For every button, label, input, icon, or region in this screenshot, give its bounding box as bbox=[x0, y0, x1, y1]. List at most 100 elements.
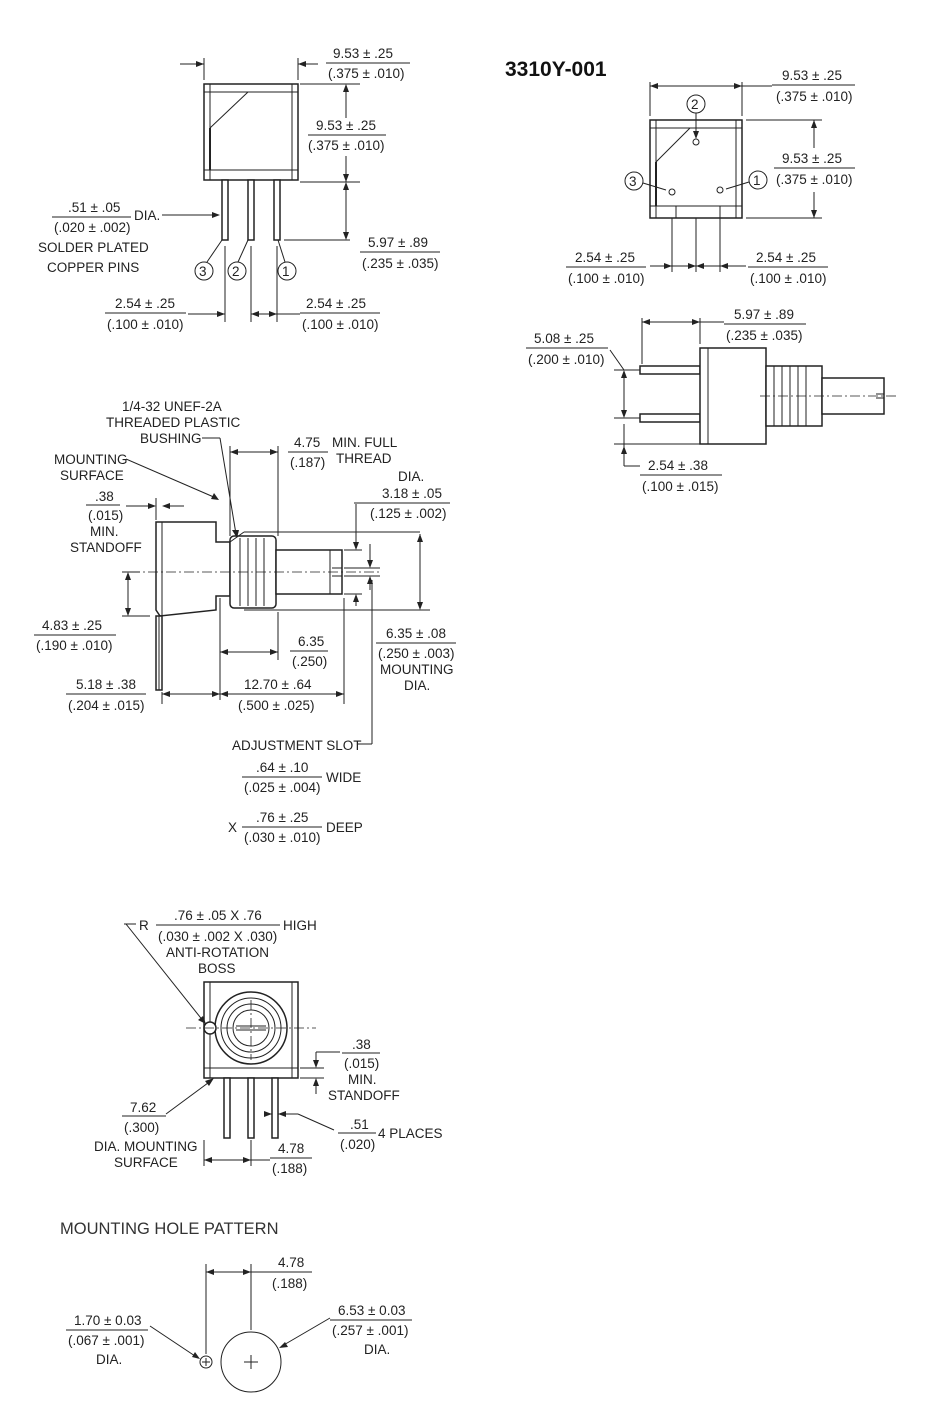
large-hole-mm: 6.53 ± 0.03 bbox=[338, 1303, 405, 1318]
y-side-len-in: (.235 ± .035) bbox=[726, 328, 802, 343]
mount-dia-note-1: MOUNTING bbox=[380, 662, 454, 677]
side-view: 1/4-32 UNEF-2A THREADED PLASTIC BUSHING … bbox=[34, 399, 456, 845]
y-height-in: (.375 ± .010) bbox=[776, 172, 852, 187]
surface-note-2: SURFACE bbox=[114, 1155, 178, 1170]
hole-offset-in: (.188) bbox=[272, 1276, 307, 1291]
y-callout-1-label: 1 bbox=[753, 173, 761, 188]
front-pitch-right-in: (.100 ± .010) bbox=[302, 317, 378, 332]
y-pitch-left-mm: 2.54 ± .25 bbox=[575, 250, 635, 265]
boss-mm: .76 ± .05 X .76 bbox=[174, 908, 262, 923]
side-body bbox=[155, 521, 231, 617]
shaft-dia-in: (.125 ± .002) bbox=[370, 506, 446, 521]
thread-mm: 4.75 bbox=[294, 435, 320, 450]
boss-in: (.030 ± .002 X .030) bbox=[158, 929, 277, 944]
rear-offset-in: (.188) bbox=[272, 1161, 307, 1176]
large-hole-in: (.257 ± .001) bbox=[332, 1323, 408, 1338]
surface-mm: 7.62 bbox=[130, 1100, 156, 1115]
small-hole bbox=[199, 1355, 213, 1369]
rear-pin-suffix: 4 PLACES bbox=[378, 1126, 443, 1141]
side-standoff-mm: .38 bbox=[95, 489, 114, 504]
axis-height-in: (.190 ± .010) bbox=[36, 638, 112, 653]
boss-note-1: ANTI-ROTATION bbox=[166, 945, 269, 960]
pin-note-1: SOLDER PLATED bbox=[38, 240, 149, 255]
y-side-off-in: (.100 ± .015) bbox=[642, 479, 718, 494]
rear-pin-mm: .51 bbox=[350, 1117, 369, 1132]
mount-dia-mm: 6.35 ± .08 bbox=[386, 626, 446, 641]
small-hole-note: DIA. bbox=[96, 1352, 122, 1367]
slot-wide-suffix: WIDE bbox=[326, 770, 361, 785]
front-pitch-left-in: (.100 ± .010) bbox=[107, 317, 183, 332]
boss-suffix: HIGH bbox=[283, 918, 317, 933]
mount-surface-2: SURFACE bbox=[60, 468, 124, 483]
pin-dia-mm: .51 ± .05 bbox=[68, 200, 120, 215]
axis-height-mm: 4.83 ± .25 bbox=[42, 618, 102, 633]
part-number-title: 3310Y-001 bbox=[505, 58, 607, 81]
pin-dia-in: (.020 ± .002) bbox=[54, 220, 130, 235]
rear-standoff-mm: .38 bbox=[352, 1037, 371, 1052]
callout-1-label: 1 bbox=[282, 264, 290, 279]
pin-3 bbox=[221, 179, 229, 241]
slot-wide-in: (.025 ± .004) bbox=[244, 780, 320, 795]
y-width-mm: 9.53 ± .25 bbox=[782, 68, 842, 83]
y-side-span-in: (.200 ± .010) bbox=[528, 352, 604, 367]
large-hole bbox=[220, 1331, 282, 1393]
front-pitch-left-mm: 2.54 ± .25 bbox=[115, 296, 175, 311]
rear-standoff-note-2: STANDOFF bbox=[328, 1088, 400, 1103]
section-title: MOUNTING HOLE PATTERN bbox=[60, 1220, 278, 1238]
shaft-len-in: (.250) bbox=[292, 654, 327, 669]
y-pitch-right-in: (.100 ± .010) bbox=[750, 271, 826, 286]
slot-label: ADJUSTMENT SLOT bbox=[232, 738, 362, 753]
thread-in: (.187) bbox=[290, 455, 325, 470]
y-callout-2-label: 2 bbox=[691, 97, 699, 112]
hole-pattern: 4.78 (.188) 1.70 ± 0.03 (.067 ± .001) DI… bbox=[66, 1255, 412, 1393]
bush-len-mm: 12.70 ± .64 bbox=[244, 677, 312, 692]
slot-x: X bbox=[228, 820, 237, 835]
pin-1 bbox=[273, 179, 281, 241]
side-standoff-note-2: STANDOFF bbox=[70, 540, 142, 555]
surface-in: (.300) bbox=[124, 1120, 159, 1135]
y-side-span-mm: 5.08 ± .25 bbox=[534, 331, 594, 346]
y-callout-3 bbox=[624, 171, 644, 191]
pin-note-2: COPPER PINS bbox=[47, 260, 139, 275]
slot-wide-mm: .64 ± .10 bbox=[256, 760, 308, 775]
shaft-dia-label: DIA. bbox=[398, 469, 424, 484]
callout-2 bbox=[227, 261, 247, 281]
y-side-body bbox=[699, 347, 767, 445]
base-in: (.204 ± .015) bbox=[68, 698, 144, 713]
slot-deep-suffix: DEEP bbox=[326, 820, 363, 835]
hole-offset-mm: 4.78 bbox=[278, 1255, 304, 1270]
mount-surface-1: MOUNTING bbox=[54, 452, 128, 467]
front-pitch-right-mm: 2.54 ± .25 bbox=[306, 296, 366, 311]
rear-standoff-note-1: MIN. bbox=[348, 1072, 377, 1087]
callout-1 bbox=[277, 261, 297, 281]
pin-length-in: (.235 ± .035) bbox=[362, 256, 438, 271]
y-callout-1 bbox=[748, 170, 768, 190]
shaft-len-mm: 6.35 bbox=[298, 634, 324, 649]
small-hole-mm: 1.70 ± 0.03 bbox=[74, 1313, 141, 1328]
rear-standoff-in: (.015) bbox=[344, 1056, 379, 1071]
thread-note-1: MIN. FULL bbox=[332, 435, 398, 450]
callout-3 bbox=[194, 261, 214, 281]
y-pitch-right-mm: 2.54 ± .25 bbox=[756, 250, 816, 265]
rear-view: R .76 ± .05 X .76 (.030 ± .002 X .030) H… bbox=[94, 908, 443, 1176]
thread-note-2: THREAD bbox=[336, 451, 392, 466]
callout-3-label: 3 bbox=[199, 264, 207, 279]
boss-note-2: BOSS bbox=[198, 961, 236, 976]
y-height-mm: 9.53 ± .25 bbox=[782, 151, 842, 166]
y-pitch-left-in: (.100 ± .010) bbox=[568, 271, 644, 286]
side-standoff-in: (.015) bbox=[88, 508, 123, 523]
y-side-view: 5.97 ± .89 (.235 ± .035) 5.08 ± .25 (.20… bbox=[526, 307, 896, 494]
mount-dia-in: (.250 ± .003) bbox=[378, 646, 454, 661]
surface-note-1: DIA. MOUNTING bbox=[94, 1139, 198, 1154]
pin-2 bbox=[247, 179, 255, 241]
bushing-label-1: 1/4-32 UNEF-2A bbox=[122, 399, 222, 414]
rear-offset-mm: 4.78 bbox=[278, 1141, 304, 1156]
rear-pin-in: (.020) bbox=[340, 1137, 375, 1152]
front-width-in: (.375 ± .010) bbox=[328, 66, 404, 81]
large-hole-note: DIA. bbox=[364, 1342, 390, 1357]
slot-deep-in: (.030 ± .010) bbox=[244, 830, 320, 845]
front-body bbox=[203, 83, 299, 181]
callout-2-label: 2 bbox=[232, 264, 240, 279]
y-side-off-mm: 2.54 ± .38 bbox=[648, 458, 708, 473]
